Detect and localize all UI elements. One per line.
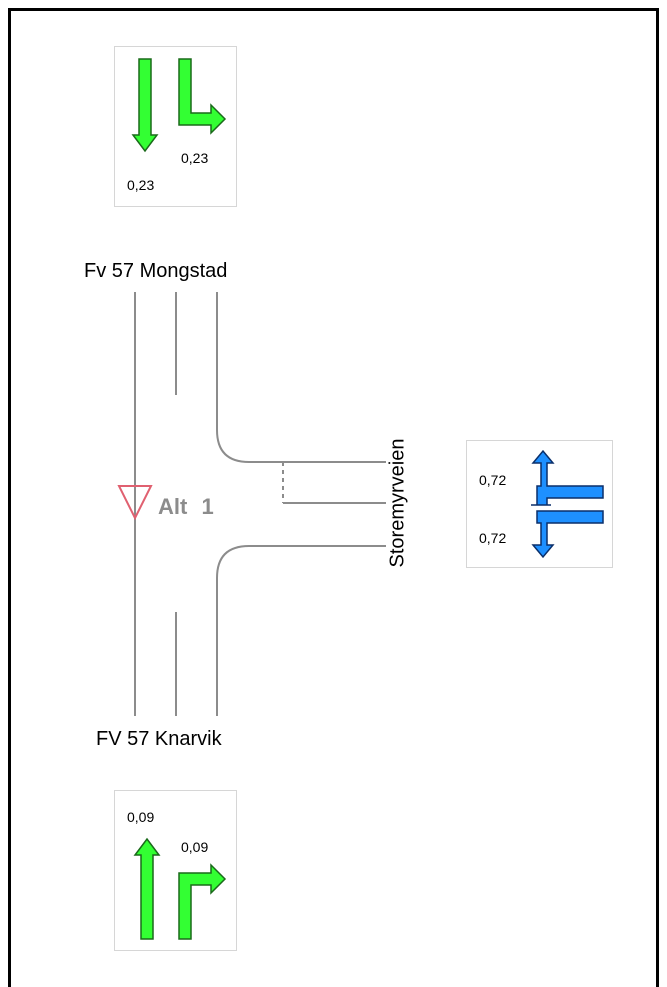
- panel-north-arrows: [131, 58, 227, 153]
- right-turn-down-arrow-icon: [531, 510, 604, 559]
- alt-label: Alt: [158, 494, 188, 519]
- panel-east-arrows: [531, 449, 604, 559]
- road-name-east-wrapper: Storemyrveien: [378, 418, 418, 588]
- road-name-east: Storemyrveien: [386, 438, 409, 568]
- diagram-frame: [8, 8, 659, 987]
- panel-east: 0,72 0,72: [466, 440, 613, 568]
- road-east-edge-north-curve: [216, 292, 386, 463]
- left-turn-up-arrow-icon: [531, 449, 604, 506]
- right-turn-up-arrow-icon: [178, 863, 227, 940]
- north-right-turn-value: 0,23: [181, 150, 209, 166]
- panel-south-arrows: [133, 837, 227, 940]
- panel-north: 0,23 0,23: [114, 46, 237, 207]
- yield-triangle-icon: [117, 485, 153, 521]
- east-right-turn-value: 0,72: [479, 530, 507, 546]
- alt-number: 1: [201, 494, 214, 519]
- road-name-north: Fv 57 Mongstad: [84, 260, 228, 282]
- alternative-label: Alt 1: [158, 494, 214, 520]
- straight-up-arrow-icon: [133, 837, 161, 940]
- road-name-south: FV 57 Knarvik: [96, 728, 222, 750]
- road-east-edge-south-curve: [216, 545, 386, 716]
- north-straight-value: 0,23: [127, 177, 155, 193]
- panel-south: 0,09 0,09: [114, 790, 237, 951]
- south-right-turn-value: 0,09: [181, 839, 209, 855]
- south-straight-value: 0,09: [127, 809, 155, 825]
- east-left-turn-value: 0,72: [479, 472, 507, 488]
- right-turn-arrow-icon: [178, 58, 227, 135]
- straight-down-arrow-icon: [131, 58, 159, 153]
